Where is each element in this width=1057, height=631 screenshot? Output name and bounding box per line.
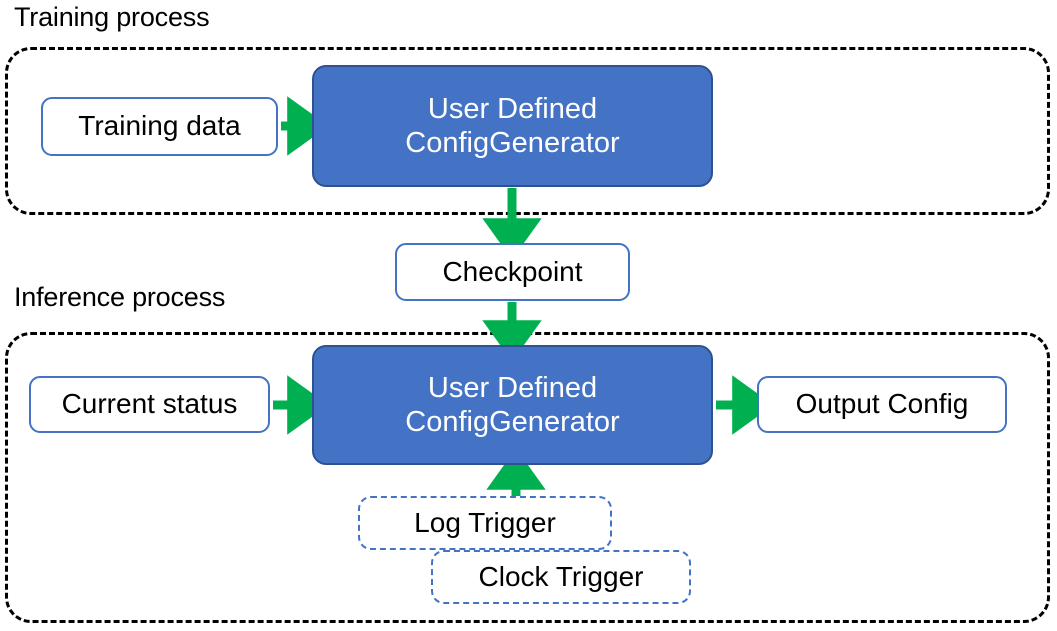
inference-process-title: Inference process: [14, 282, 226, 312]
node-current-status-label: Current status: [61, 388, 238, 420]
node-training-data[interactable]: Training data: [41, 97, 278, 156]
node-checkpoint-label: Checkpoint: [442, 255, 583, 287]
node-train-config-generator-line1: User Defined: [427, 92, 598, 125]
node-infer-config-generator-line1: User Defined: [427, 371, 598, 404]
node-train-config-generator-line2: ConfigGenerator: [405, 127, 620, 159]
training-process-title: Training process: [14, 2, 210, 32]
node-checkpoint[interactable]: Checkpoint: [395, 243, 630, 301]
node-infer-config-generator-line2: ConfigGenerator: [405, 406, 620, 438]
node-infer-config-generator[interactable]: User Defined ConfigGenerator: [312, 345, 713, 465]
node-current-status[interactable]: Current status: [29, 376, 270, 433]
node-log-trigger[interactable]: Log Trigger: [358, 496, 612, 550]
node-output-config[interactable]: Output Config: [757, 376, 1007, 433]
node-training-data-label: Training data: [78, 110, 241, 142]
node-log-trigger-label: Log Trigger: [414, 506, 556, 538]
training-process-container: [5, 47, 1050, 215]
node-output-config-label: Output Config: [795, 388, 969, 420]
node-clock-trigger-label: Clock Trigger: [478, 560, 644, 592]
node-clock-trigger[interactable]: Clock Trigger: [431, 550, 691, 604]
node-train-config-generator[interactable]: User Defined ConfigGenerator: [312, 65, 713, 187]
